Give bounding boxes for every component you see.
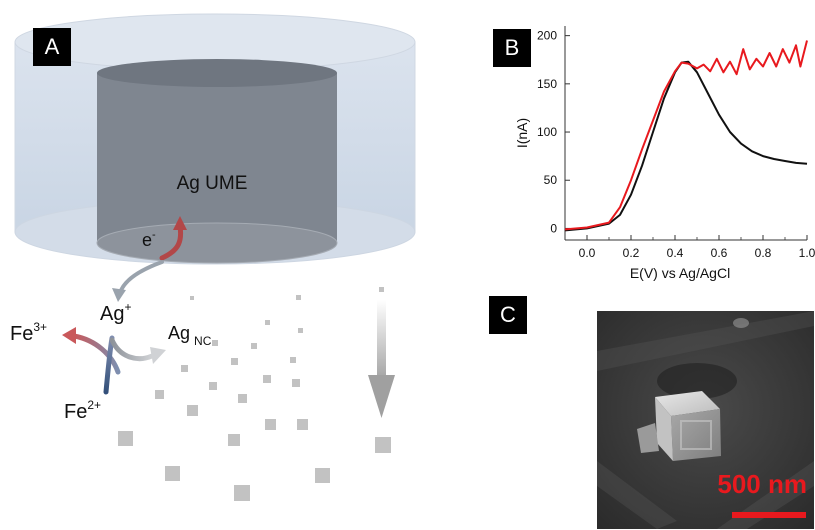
- nanocube: [209, 382, 217, 390]
- fe2-label: Fe2+: [64, 398, 101, 423]
- nanocube: [190, 296, 194, 300]
- nanocube: [265, 320, 270, 325]
- nanocube: [165, 466, 180, 481]
- ag-nc-arrow: [109, 337, 166, 364]
- scale-bar-label: 500 nm: [717, 469, 807, 499]
- nanocube: [155, 390, 164, 399]
- nanocube: [228, 434, 240, 446]
- ag-nanocubes: [118, 287, 391, 501]
- panel-c-label: C: [489, 296, 527, 334]
- series-black-line: [564, 60, 808, 232]
- x-tick-label: 1.0: [799, 246, 815, 260]
- fe3-arrow: [62, 327, 121, 375]
- ag-ion-release-arrow: [112, 260, 164, 302]
- nanocube: [296, 295, 301, 300]
- electrode-label: Ag UME: [177, 173, 248, 194]
- nanocube: [231, 358, 238, 365]
- nanocube: [251, 343, 257, 349]
- panel-b-label: B: [493, 29, 531, 67]
- nanocube: [379, 287, 384, 292]
- x-tick-label: 0.0: [579, 246, 596, 260]
- ag-ion-label: Ag+: [100, 300, 131, 325]
- nanocube: [263, 375, 271, 383]
- chart-series: [564, 40, 808, 232]
- electron-label: e-: [142, 229, 156, 250]
- nanocube: [315, 468, 330, 483]
- y-tick-label: 0: [550, 221, 557, 235]
- panel-a-schematic: Ag UME e- Ag+ Fe3+ Fe2+ Ag: [10, 13, 416, 501]
- nanocube: [118, 431, 133, 446]
- y-tick-label: 200: [537, 29, 557, 43]
- sem-image: 500 nm: [597, 311, 814, 529]
- x-axis-title: E(V) vs Ag/AgCl: [630, 265, 730, 281]
- chart-axes: [564, 26, 808, 241]
- nanocube: [290, 357, 296, 363]
- nanocube: [265, 419, 276, 430]
- fe2-arrow: [103, 335, 115, 395]
- nanocube: [297, 419, 308, 430]
- x-tick-label: 0.4: [667, 246, 684, 260]
- y-tick-label: 50: [544, 173, 558, 187]
- ag-electrode: Ag UME: [96, 59, 338, 264]
- y-tick-label: 100: [537, 125, 557, 139]
- sedimentation-arrow: [368, 300, 395, 418]
- y-tick-label: 150: [537, 77, 557, 91]
- x-tick-label: 0.6: [711, 246, 728, 260]
- nanocube: [238, 394, 247, 403]
- nanocube: [292, 379, 300, 387]
- nanocube: [187, 405, 198, 416]
- nanocube: [212, 340, 218, 346]
- sem-nanocube: [637, 391, 721, 461]
- scale-bar: [732, 512, 806, 518]
- nanocube: [298, 328, 303, 333]
- nanocube: [234, 485, 250, 501]
- series-red-line: [564, 40, 808, 231]
- panel-a-label: A: [33, 28, 71, 66]
- x-tick-label: 0.8: [755, 246, 772, 260]
- electron-arrow: [159, 216, 187, 261]
- fe3-label: Fe3+: [10, 320, 47, 345]
- x-tick-label: 0.2: [623, 246, 640, 260]
- nanocube: [375, 437, 391, 453]
- y-axis-title: I(nA): [514, 118, 530, 148]
- nanocube: [181, 365, 188, 372]
